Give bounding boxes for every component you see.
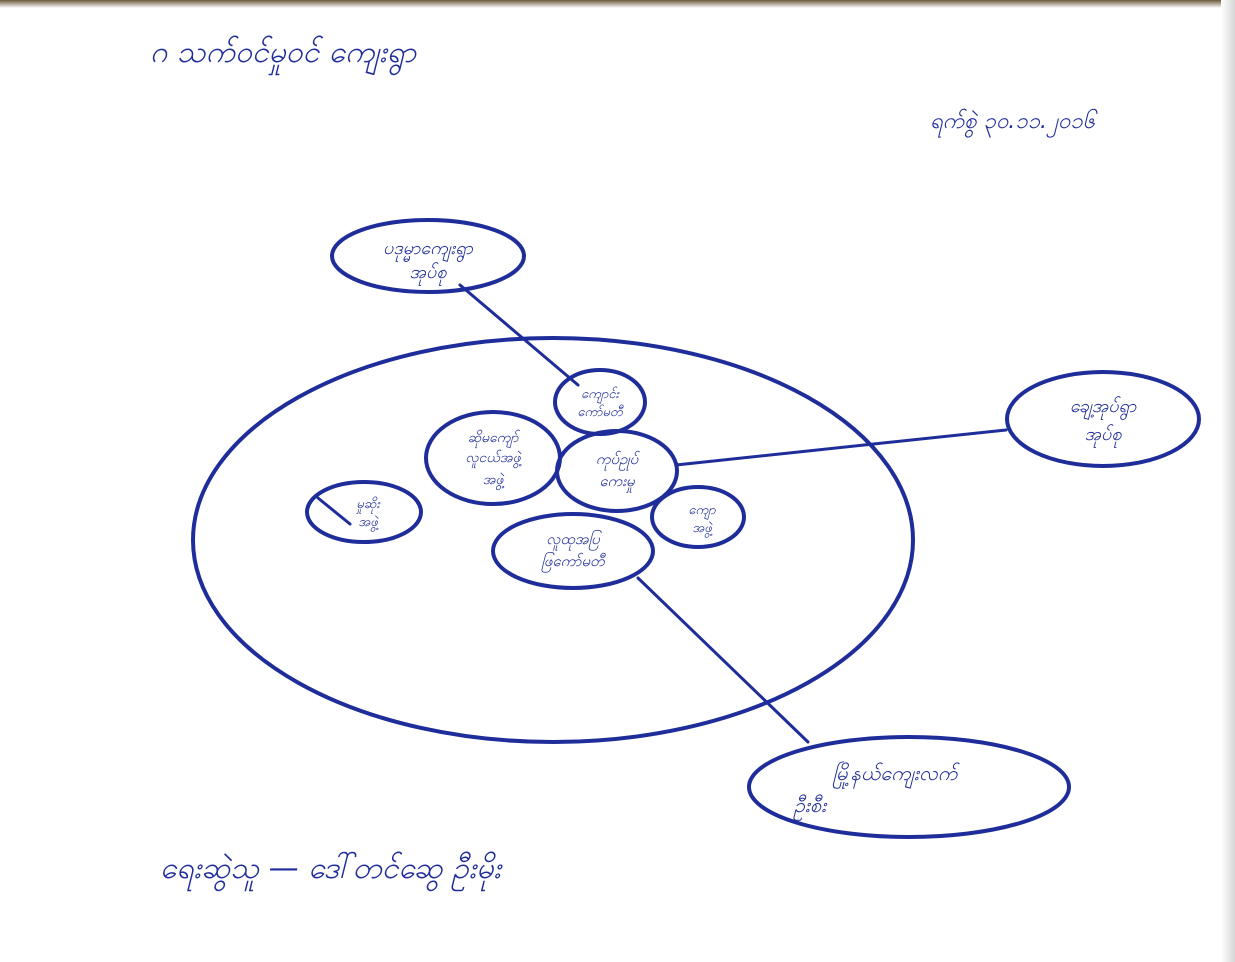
node-outer-bottom-line1: မြို့နယ်ကျေးလက် bbox=[833, 761, 961, 789]
node-inner-top-line1: ကျောင်း bbox=[581, 386, 620, 404]
node-inner-right: ကျော အဖွဲ့ bbox=[650, 485, 746, 549]
node-inner-top-line2: ကော်မတီ bbox=[577, 404, 624, 420]
connector-bottom bbox=[636, 576, 810, 744]
node-outer-right-line1: ချေ့အုပ်ရွာ bbox=[1070, 396, 1137, 420]
node-inner-right-line1: ကျော bbox=[688, 503, 716, 520]
node-outer-bottom-line2: ဦးစီး bbox=[793, 793, 828, 821]
connector-right bbox=[674, 428, 1008, 467]
node-outer-right-line2: အုပ်စု bbox=[1085, 424, 1123, 448]
node-inner-center-line1: ကုပ်ဥုပ် bbox=[596, 450, 640, 471]
node-inner-left-top-line2: လူငယ်အဖွဲ့ bbox=[465, 449, 522, 469]
node-inner-bottom: လူထုအပြ ဖြကော်မတီ bbox=[491, 512, 655, 590]
paper-top-edge bbox=[0, 0, 1235, 8]
node-inner-right-line2: အဖွဲ့ bbox=[692, 521, 713, 538]
node-outer-bottom: မြို့နယ်ကျေးလက် ဦးစီး bbox=[747, 735, 1071, 839]
node-inner-center: ကုပ်ဥုပ် ကေးမှု bbox=[555, 429, 679, 513]
node-outer-top-line2: အုပ်စု bbox=[410, 262, 448, 286]
node-inner-left-top-line3: အဖွဲ့ bbox=[483, 472, 505, 491]
diagram-footer: ရေးဆွဲသူ — ဒေါ်တင်ဆွေ ဦးမိုး bbox=[160, 851, 503, 892]
node-inner-left: မှုဆိုး အဖွဲ့ bbox=[305, 480, 423, 544]
paper-right-edge bbox=[1221, 0, 1235, 962]
connector-top bbox=[458, 283, 580, 387]
node-outer-right: ချေ့အုပ်ရွာ အုပ်စု bbox=[1005, 370, 1201, 468]
strike-mark bbox=[316, 496, 352, 526]
node-inner-left-top-line1: ဆိုမကျော် bbox=[468, 429, 521, 449]
diagram-date: ရက်စွဲ ၃၀.၁၁.၂၀၁၆ bbox=[930, 108, 1098, 138]
node-inner-left-line1: မှုဆိုး bbox=[356, 496, 381, 514]
node-inner-center-line2: ကေးမှု bbox=[599, 472, 635, 493]
community-circle bbox=[191, 336, 915, 744]
node-inner-left-top: ဆိုမကျော် လူငယ်အဖွဲ့ အဖွဲ့ bbox=[424, 410, 562, 506]
node-inner-top: ကျောင်း ကော်မတီ bbox=[553, 368, 647, 436]
node-inner-bottom-line2: ဖြကော်မတီ bbox=[541, 552, 606, 573]
diagram-title: ဂ သက်ဝင်မှုဝင် ကျေးရွာ bbox=[150, 35, 417, 76]
node-outer-top-line1: ပဒုမ္မာကျေးရွာ bbox=[383, 238, 473, 262]
node-outer-top: ပဒုမ္မာကျေးရွာ အုပ်စု bbox=[330, 218, 526, 294]
node-inner-left-line2: အဖွဲ့ bbox=[358, 515, 379, 532]
node-inner-bottom-line1: လူထုအပြ bbox=[546, 530, 602, 551]
